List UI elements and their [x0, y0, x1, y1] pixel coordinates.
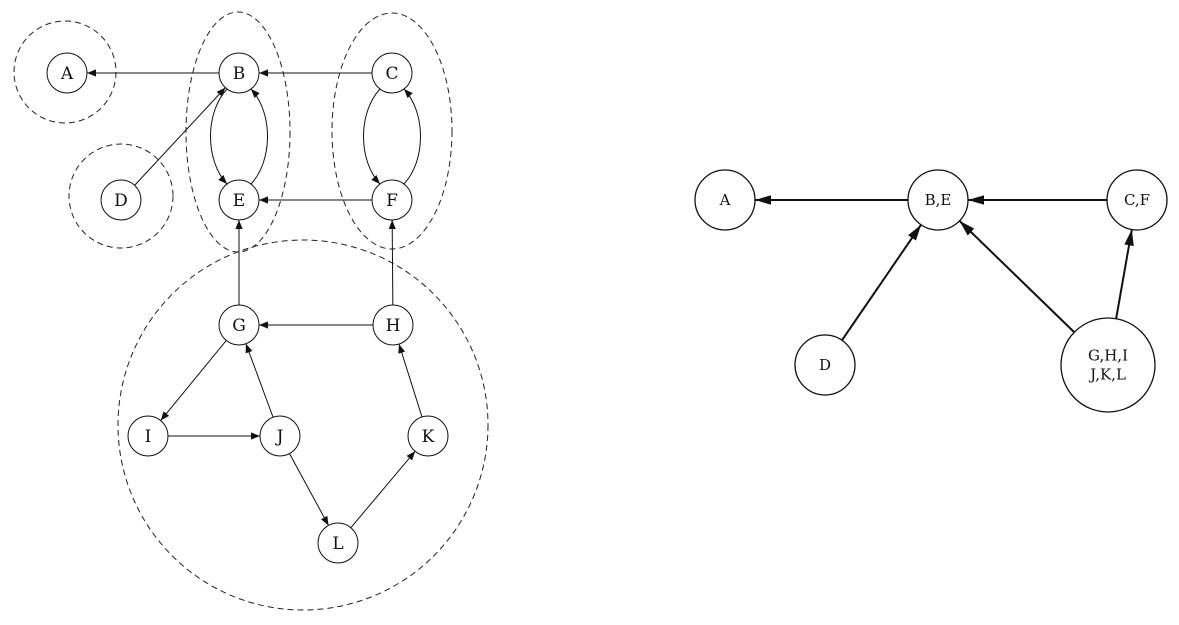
component-label: G,H,I: [1088, 347, 1128, 365]
node-j: J: [259, 415, 301, 457]
component-boundary-a: [13, 20, 117, 124]
component-node-cf: C,F: [1106, 169, 1168, 231]
component-node-ghijkl: G,H,IJ,K,L: [1060, 317, 1156, 413]
edge-d-to-be: [841, 224, 922, 341]
component-node-a: A: [694, 169, 756, 231]
node-label: K: [422, 427, 435, 447]
node-label: L: [332, 534, 343, 554]
edge-e-to-b: [250, 88, 268, 185]
edge-d-to-b: [134, 87, 226, 186]
node-label: C: [385, 64, 398, 84]
component-boundary-d: [68, 143, 174, 249]
component-node-be: B,E: [907, 169, 969, 231]
node-f: F: [371, 179, 413, 221]
node-label: H: [386, 316, 401, 336]
component-node-d: D: [794, 334, 856, 396]
node-g: G: [218, 304, 260, 346]
edge-b-to-e: [210, 88, 228, 185]
edge-c-to-f: [363, 88, 381, 185]
node-e: E: [218, 179, 260, 221]
edge-f-to-c: [403, 88, 421, 185]
node-l: L: [317, 522, 359, 564]
edge-j-to-l: [289, 453, 329, 526]
node-label: B: [233, 64, 246, 84]
component-label: J,K,L: [1088, 366, 1126, 384]
condensation-graph: A B,E C,F D G,H,IJ,K,L: [694, 169, 1168, 413]
node-i: I: [127, 415, 169, 457]
edge-l-to-k: [350, 450, 416, 529]
edge-k-to-h: [398, 343, 423, 418]
node-label: F: [386, 191, 398, 211]
original-graph: A B C D E F G H I J K L: [13, 11, 489, 611]
node-a: A: [46, 52, 88, 94]
edge-ghijkl-to-cf: [1115, 229, 1134, 319]
node-label: I: [145, 427, 152, 447]
component-boundary-ghijkl: [117, 239, 489, 611]
node-label: E: [233, 191, 245, 211]
component-label: B,E: [925, 191, 952, 209]
component-label: A: [719, 191, 731, 209]
node-c: C: [371, 52, 413, 94]
node-label: D: [114, 191, 128, 211]
node-h: H: [372, 304, 414, 346]
node-k: K: [407, 415, 449, 457]
node-label: J: [275, 427, 284, 447]
edge-g-to-i: [160, 340, 227, 421]
edge-j-to-g: [245, 343, 274, 418]
edge-h-to-f: [388, 219, 396, 306]
component-label: D: [819, 356, 831, 374]
node-label: G: [232, 316, 246, 336]
component-label: C,F: [1124, 191, 1150, 209]
edge-ghijkl-to-be: [958, 220, 1075, 333]
node-b: B: [218, 52, 260, 94]
node-label: A: [60, 64, 74, 84]
node-d: D: [100, 179, 142, 221]
